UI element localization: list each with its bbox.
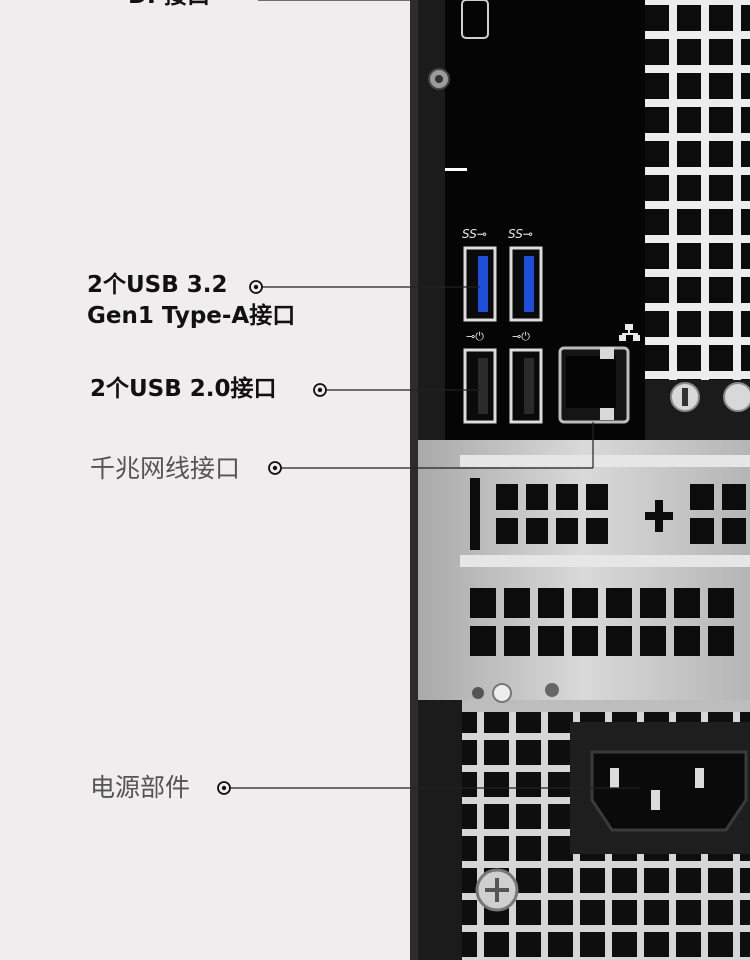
ethernet-label: 千兆网线接口 <box>90 454 241 483</box>
ethernet-port <box>558 346 630 424</box>
usb32-label-line2: Gen1 Type-A接口 <box>87 303 296 329</box>
callout-dots <box>217 280 327 795</box>
usb32-label: 2个USB 3.2 Gen1 Type-A接口 <box>87 270 295 332</box>
network-icon <box>619 324 640 341</box>
callout-lines <box>229 0 640 789</box>
dp-port-label: DP接口 <box>128 0 210 12</box>
chassis-edge <box>410 0 418 960</box>
io-panel-mark <box>445 168 467 171</box>
usb2-logo-left: ⊸⏻ <box>466 330 484 343</box>
metal-plate <box>418 440 750 700</box>
top-vent-grille <box>645 0 750 380</box>
usb2-logo-right: ⊸⏻ <box>512 330 530 343</box>
plus-icon <box>645 500 673 532</box>
usb32-label-line1: 2个USB 3.2 <box>87 272 228 298</box>
io-panel <box>445 0 645 440</box>
io-panel-tab <box>461 0 489 39</box>
usb3-logo-right: SS⊸ <box>508 227 533 241</box>
expansion-slot-grille <box>470 478 746 656</box>
power-label: 电源部件 <box>90 773 191 802</box>
usb3-logo-left: SS⊸ <box>462 227 487 241</box>
usb20-label: 2个USB 2.0接口 <box>90 376 277 402</box>
lock-slot-right <box>723 382 750 412</box>
